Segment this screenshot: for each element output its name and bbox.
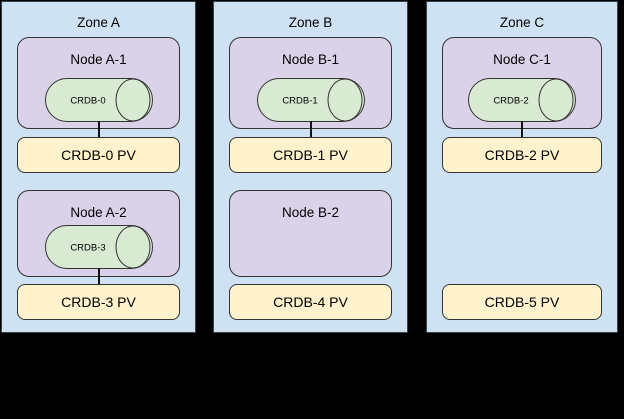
node-c1-box: Node C-1 CRDB-2 [442, 37, 602, 129]
crdb-4-pv-box: CRDB-4 PV [229, 284, 392, 320]
connector-crdb1-to-pv [309, 121, 312, 137]
crdb-3-pv-box: CRDB-3 PV [17, 284, 180, 320]
connector-crdb2-to-pv [521, 121, 523, 137]
zone-b-panel: Zone B Node B-1 CRDB-1 CRDB-1 PV Node B-… [213, 1, 408, 333]
zone-a-label: Zone A [77, 15, 120, 30]
crdb-2-cylinder-icon: CRDB-2 [468, 78, 576, 122]
crdb-2-pod-label: CRDB-2 [493, 96, 528, 107]
zone-b-label: Zone B [288, 15, 333, 30]
node-c1-label: Node C-1 [493, 52, 551, 67]
crdb-1-pod-label: CRDB-1 [282, 96, 317, 107]
node-a2-label: Node A-2 [70, 205, 127, 220]
crdb-1-pv-label: CRDB-1 PV [273, 147, 348, 163]
crdb-1-cylinder-icon: CRDB-1 [256, 78, 365, 122]
zone-c-label: Zone C [499, 15, 545, 30]
connector-crdb0-to-pv [97, 121, 100, 137]
zone-c-panel: Zone C Node C-1 CRDB-2 CRDB-2 PV CRDB-5 … [426, 1, 618, 333]
node-b2-box: Node B-2 [229, 190, 392, 277]
crdb-2-pv-label: CRDB-2 PV [484, 147, 560, 163]
crdb-5-pv-box: CRDB-5 PV [442, 284, 602, 320]
crdb-3-cylinder-icon: CRDB-3 [44, 225, 153, 269]
crdb-0-pod-label: CRDB-0 [70, 96, 105, 107]
crdb-2-pv-box: CRDB-2 PV [442, 137, 602, 173]
node-a1-label: Node A-1 [70, 52, 127, 67]
crdb-5-pv-label: CRDB-5 PV [484, 294, 560, 310]
crdb-3-pv-label: CRDB-3 PV [61, 294, 136, 310]
crdb-3-pod-label: CRDB-3 [70, 243, 105, 254]
zone-a-panel: Zone A Node A-1 CRDB-0 CRDB-0 PV Node A-… [1, 1, 196, 333]
crdb-0-pv-label: CRDB-0 PV [61, 147, 136, 163]
connector-crdb3-to-pv [97, 268, 100, 284]
node-b1-box: Node B-1 CRDB-1 [229, 37, 392, 129]
crdb-4-pv-label: CRDB-4 PV [273, 294, 348, 310]
crdb-0-pv-box: CRDB-0 PV [17, 137, 180, 173]
node-a2-box: Node A-2 CRDB-3 [17, 190, 180, 277]
node-b1-label: Node B-1 [281, 52, 340, 67]
crdb-0-cylinder-icon: CRDB-0 [44, 78, 153, 122]
node-a1-box: Node A-1 CRDB-0 [17, 37, 180, 129]
node-b2-label: Node B-2 [281, 205, 340, 220]
crdb-1-pv-box: CRDB-1 PV [229, 137, 392, 173]
